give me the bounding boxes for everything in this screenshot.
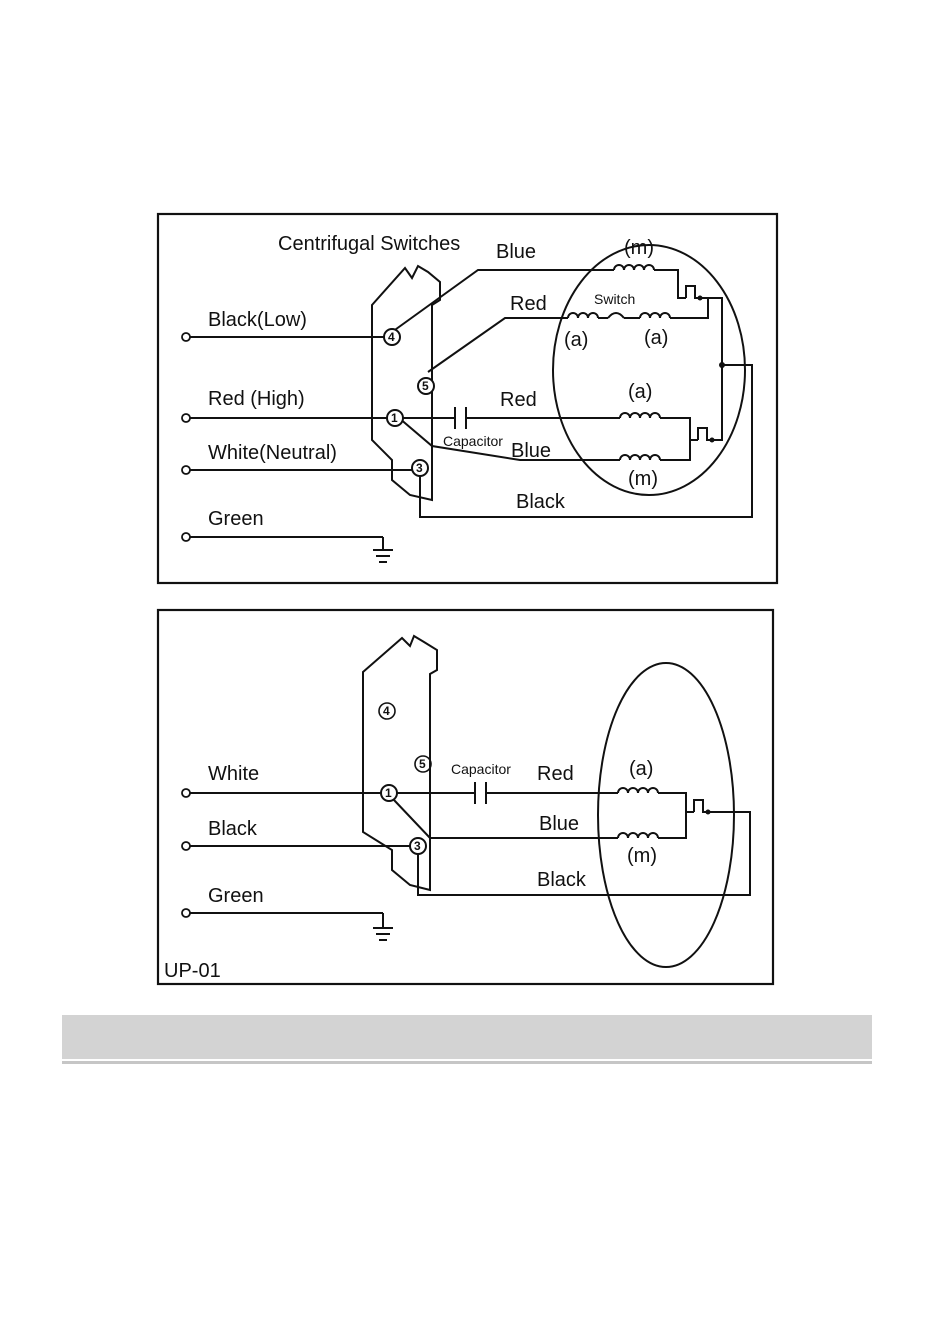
input-terminal [182, 414, 190, 422]
label-red-high: Red (High) [208, 388, 305, 410]
diagram-1: Centrifugal Switches Black(Low) Red (Hig… [158, 214, 777, 583]
label-green: Green [208, 885, 264, 907]
model-label: UP-01 [164, 960, 221, 982]
label-black: Black [208, 818, 258, 840]
winding-coil [614, 265, 654, 270]
winding-coil [568, 313, 598, 318]
winding-coil [620, 455, 660, 460]
label-wire-red-top: Red [510, 293, 547, 315]
ground-icon [373, 913, 393, 940]
label-winding-a-right: (a) [644, 327, 668, 349]
terminal-5-label: 5 [419, 757, 426, 771]
thermal-protector-icon [686, 286, 708, 298]
section-divider-bar [62, 1015, 872, 1059]
winding-coil [640, 313, 670, 318]
label-capacitor: Capacitor [443, 433, 503, 449]
label-capacitor: Capacitor [451, 761, 511, 777]
wire-blue-top [392, 270, 610, 332]
input-terminal [182, 789, 190, 797]
wire-red-top [428, 318, 560, 372]
label-green: Green [208, 508, 264, 530]
label-wire-red-mid: Red [500, 389, 537, 411]
input-terminal [182, 909, 190, 917]
ground-icon [373, 537, 393, 562]
wire-blue [394, 800, 618, 838]
label-winding-m-bottom: (m) [628, 468, 658, 490]
label-switch: Switch [594, 291, 635, 307]
input-terminal [182, 466, 190, 474]
label-winding-m-top: (m) [624, 237, 654, 259]
terminal-1-label: 1 [391, 411, 398, 425]
terminal-3-label: 3 [416, 461, 423, 475]
capacitor-icon [455, 407, 466, 429]
wire-blue-mid [392, 412, 620, 460]
terminal-5-label: 5 [422, 379, 429, 393]
label-winding-a: (a) [629, 758, 653, 780]
label-winding-a-left: (a) [564, 329, 588, 351]
label-wire-blue-mid: Blue [511, 440, 551, 462]
winding-coil [618, 788, 658, 793]
motor-housing [598, 663, 734, 967]
terminal-4-label: 4 [388, 330, 395, 344]
label-white: White [208, 763, 259, 785]
label-wire-blue-top: Blue [496, 241, 536, 263]
section-divider-line [62, 1061, 872, 1064]
label-wire-black-bottom: Black [516, 491, 566, 513]
capacitor-icon [475, 782, 486, 804]
label-wire-red: Red [537, 763, 574, 785]
label-black-low: Black(Low) [208, 309, 307, 331]
title-centrifugal-switches: Centrifugal Switches [278, 233, 460, 255]
input-terminal [182, 842, 190, 850]
winding-coil [618, 833, 658, 838]
terminal-3-label: 3 [414, 839, 421, 853]
label-white-neutral: White(Neutral) [208, 442, 337, 464]
input-terminal [182, 333, 190, 341]
input-terminal [182, 533, 190, 541]
label-wire-black: Black [537, 869, 587, 891]
terminal-block-outline [363, 636, 437, 890]
label-winding-m: (m) [627, 845, 657, 867]
terminal-1-label: 1 [385, 786, 392, 800]
label-wire-blue: Blue [539, 813, 579, 835]
label-winding-a-mid: (a) [628, 381, 652, 403]
diagram-2: White Black Green Capacitor Red Blue Bla… [158, 610, 773, 984]
switch-icon [608, 313, 624, 318]
winding-coil [620, 413, 660, 418]
terminal-4-label: 4 [383, 704, 390, 718]
